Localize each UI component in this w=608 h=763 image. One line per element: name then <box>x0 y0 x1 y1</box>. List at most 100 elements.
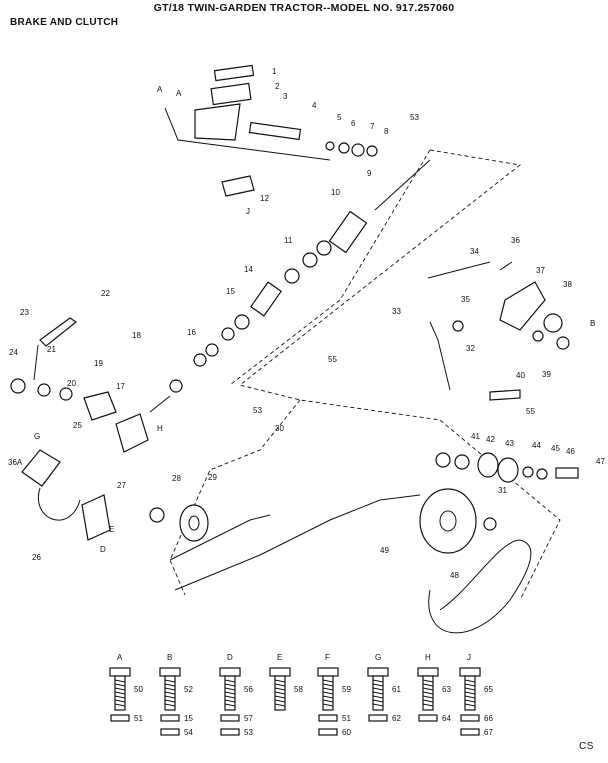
callout-A2: A <box>176 89 182 98</box>
callout-20: 20 <box>67 379 76 388</box>
hardware-sub-part <box>368 714 388 722</box>
bolt-head <box>367 667 389 677</box>
hardware-f: F 59 51 60 <box>317 653 351 737</box>
hardware-letter: H <box>425 653 431 662</box>
callout-30: 30 <box>275 424 284 433</box>
hardware-sub-label: 15 <box>184 714 193 723</box>
hardware-sub-label: 67 <box>484 728 493 737</box>
bracket-37 <box>499 281 546 331</box>
callout-15: 15 <box>226 287 235 296</box>
bolt-head <box>269 667 291 677</box>
hardware-sub-part <box>460 728 480 736</box>
bolt-head <box>317 667 339 677</box>
callout-40: 40 <box>516 371 525 380</box>
hardware-letter: D <box>227 653 233 662</box>
diagram-title: GT/18 TWIN-GARDEN TRACTOR--MODEL NO. 917… <box>153 2 455 14</box>
callout-36: 36 <box>511 236 520 245</box>
pulley-29 <box>179 504 209 542</box>
callout-55: 55 <box>328 355 337 364</box>
callout-47: 47 <box>596 457 605 466</box>
rod-9 <box>374 159 431 211</box>
hardware-label: 56 <box>244 685 253 694</box>
callout-10: 10 <box>331 188 340 197</box>
hardware-sub-label: 51 <box>342 714 351 723</box>
washers-5-8 <box>325 141 378 157</box>
callout-43: 43 <box>505 439 514 448</box>
hardware-letter: J <box>467 653 471 662</box>
bracket-12 <box>221 175 255 197</box>
hardware-sub-part <box>318 714 338 722</box>
band-26 <box>37 487 81 521</box>
bolt-head <box>417 667 439 677</box>
bracket-36a <box>21 449 61 487</box>
callout-9: 9 <box>367 169 372 178</box>
callout-H: H <box>157 424 163 433</box>
hardware-sub-part <box>160 714 180 722</box>
brake-rod <box>164 107 331 161</box>
callout-31: 31 <box>498 486 507 495</box>
spacer-10 <box>328 210 368 254</box>
callout-J: J <box>246 207 250 216</box>
callout-46: 46 <box>566 447 575 456</box>
nuts-11 <box>284 240 332 284</box>
frame-outline <box>169 149 561 601</box>
pulley-stack <box>435 452 579 483</box>
washer-35a <box>452 320 464 332</box>
callout-25: 25 <box>73 421 82 430</box>
rod-23 <box>33 344 39 381</box>
left-nuts <box>10 378 73 401</box>
callout-39: 39 <box>542 370 551 379</box>
callout-33: 33 <box>392 307 401 316</box>
hardware-sub-label: 66 <box>484 714 493 723</box>
hardware-sub-label: 54 <box>184 728 193 737</box>
lever-22 <box>39 317 78 347</box>
hardware-letter: B <box>167 653 172 662</box>
hardware-label: 61 <box>392 685 401 694</box>
belt-48 <box>428 539 532 634</box>
nut-28 <box>149 507 165 523</box>
hardware-letter: G <box>375 653 381 662</box>
callout-32: 32 <box>466 344 475 353</box>
hardware-sub-label: 53 <box>244 728 253 737</box>
callout-B: B <box>590 319 595 328</box>
nut-39 <box>556 336 570 350</box>
hardware-label: 52 <box>184 685 193 694</box>
callout-44: 44 <box>532 441 541 450</box>
callout-6: 6 <box>351 119 356 128</box>
hardware-label: 59 <box>342 685 351 694</box>
hardware-sub-label: 64 <box>442 714 451 723</box>
pulley-38 <box>543 313 563 333</box>
callout-38: 38 <box>563 280 572 289</box>
washers-16 <box>169 314 250 393</box>
hardware-sub-part <box>460 714 480 722</box>
bracket-17 <box>115 413 149 453</box>
callout-G: G <box>34 432 40 441</box>
callout-1: 1 <box>272 67 277 76</box>
hardware-letter: F <box>325 653 330 662</box>
hardware-sub-label: 60 <box>342 728 351 737</box>
pin-36 <box>499 261 513 271</box>
nut-28b <box>483 517 497 531</box>
link-40 <box>489 389 521 401</box>
callout-55b: 55 <box>526 407 535 416</box>
callout-53: 53 <box>410 113 419 122</box>
frame-lower <box>169 494 421 591</box>
hardware-sub-part <box>160 728 180 736</box>
bolt-head <box>219 667 241 677</box>
arm-27 <box>81 494 111 541</box>
hardware-sub-label: 62 <box>392 714 401 723</box>
spacer-14 <box>250 281 282 317</box>
hardware-sub-part <box>418 714 438 722</box>
callout-37: 37 <box>536 266 545 275</box>
callout-labels: 1 2 3 4 5 6 7 8 9 10 11 12 14 15 16 17 1… <box>8 67 605 580</box>
callout-19: 19 <box>94 359 103 368</box>
hardware-letter: E <box>277 653 282 662</box>
callout-11: 11 <box>284 236 293 245</box>
shaft-18 <box>149 395 171 413</box>
hardware-sub-part <box>220 714 240 722</box>
hardware-sub-part <box>220 728 240 736</box>
